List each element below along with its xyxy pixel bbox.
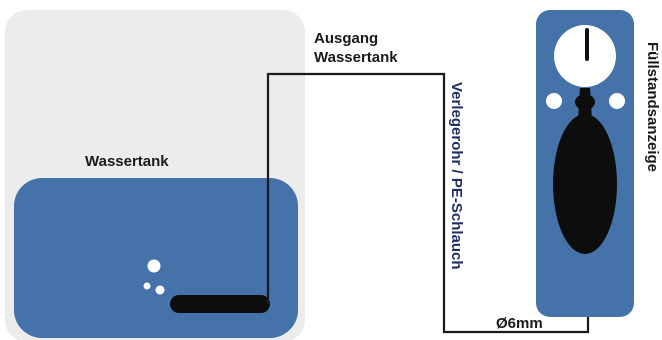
water-body — [14, 178, 298, 338]
tank-label: Wassertank — [85, 153, 169, 170]
gauge-dot-left — [546, 93, 562, 109]
hose-line — [266, 72, 590, 334]
diameter-label: Ø6mm — [496, 315, 543, 332]
gauge-label: Füllstandsanzeige — [644, 42, 661, 172]
outlet-label-line1: Ausgang — [314, 30, 378, 47]
gauge-float — [553, 114, 617, 254]
bubble-small-1 — [143, 282, 151, 290]
bubble-large — [147, 259, 161, 273]
pipe-label: Verlegerohr / PE-Schlauch — [448, 82, 465, 270]
gauge-dot-right — [609, 93, 625, 109]
bubble-small-2 — [155, 285, 165, 295]
outlet-label-line2: Wassertank — [314, 49, 398, 66]
gauge-float-neck-bulb — [575, 94, 595, 110]
hose-intake — [170, 295, 270, 313]
